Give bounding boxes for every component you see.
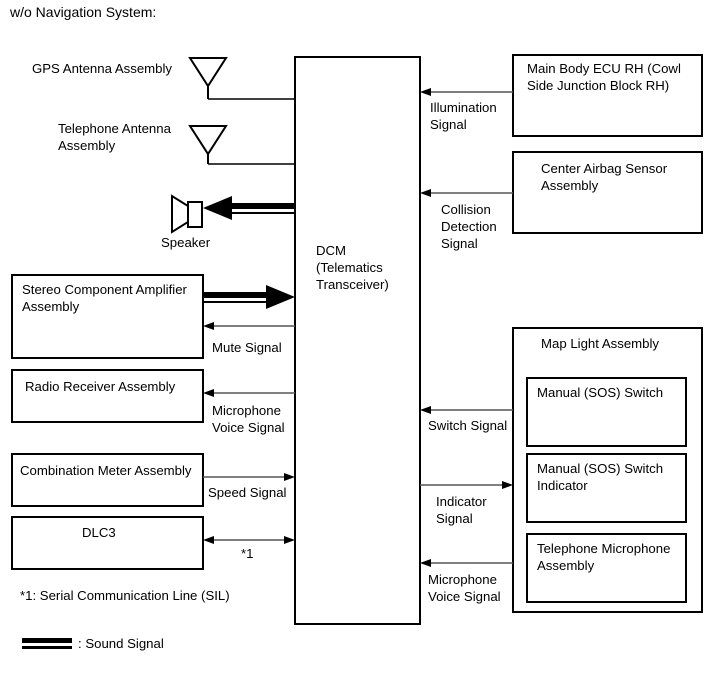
microphone-voice-signal-label-line2: Voice Signal xyxy=(212,420,285,435)
microphone-voice-signal-right-label-line2: Voice Signal xyxy=(428,589,501,604)
illumination-signal-arrow xyxy=(420,88,513,96)
antenna-icon xyxy=(188,57,228,99)
telephone-antenna-label-line2: Assembly xyxy=(58,138,116,153)
sil-footnote: *1: Serial Communication Line (SIL) xyxy=(20,588,230,603)
speaker-icon xyxy=(171,194,203,234)
collision-signal-label-line1: Collision xyxy=(441,202,491,217)
manual-sos-switch-indicator-label-line2: Indicator xyxy=(537,478,588,493)
map-light-assembly-title: Map Light Assembly xyxy=(541,336,659,351)
sound-signal-arrow-to-dcm xyxy=(203,285,295,309)
dlc3-label: DLC3 xyxy=(82,525,116,540)
indicator-signal-arrow xyxy=(420,481,513,489)
dcm-label-line2: (Telematics xyxy=(316,260,383,275)
telephone-microphone-box[interactable] xyxy=(526,533,687,603)
speed-signal-arrow xyxy=(203,473,295,481)
speaker-label: Speaker xyxy=(161,235,211,250)
main-body-ecu-box[interactable] xyxy=(512,54,703,137)
dcm-label-line1: DCM xyxy=(316,243,346,258)
manual-sos-switch-indicator-box[interactable] xyxy=(526,453,687,523)
sound-signal-arrow-to-speaker xyxy=(203,196,295,220)
indicator-signal-label-line2: Signal xyxy=(436,511,473,526)
main-body-ecu-label-line1: Main Body ECU RH (Cowl xyxy=(527,61,681,76)
collision-signal-label-line2: Detection xyxy=(441,219,497,234)
center-airbag-sensor-label-line2: Assembly xyxy=(541,178,599,193)
page-title: w/o Navigation System: xyxy=(9,4,156,20)
telephone-microphone-label-line2: Assembly xyxy=(537,558,595,573)
microphone-voice-signal-arrow-left xyxy=(203,389,295,397)
telephone-antenna-label-line1: Telephone Antenna xyxy=(58,121,172,136)
dcm-label-line3: Transceiver) xyxy=(316,277,389,292)
collision-signal-label-line3: Signal xyxy=(441,236,478,251)
speed-signal-label: Speed Signal xyxy=(208,485,287,500)
sound-signal-legend-icon xyxy=(22,638,72,649)
center-airbag-sensor-label-line1: Center Airbag Sensor xyxy=(541,161,668,176)
telephone-microphone-label-line1: Telephone Microphone xyxy=(537,541,670,556)
sil-signal-label: *1 xyxy=(241,546,253,561)
combination-meter-box[interactable] xyxy=(11,453,204,507)
gps-antenna-label: GPS Antenna Assembly xyxy=(32,61,172,76)
combination-meter-label: Combination Meter Assembly xyxy=(20,463,192,478)
illumination-signal-label-line2: Signal xyxy=(430,117,467,132)
radio-receiver-box[interactable] xyxy=(11,369,204,423)
dlc3-box[interactable] xyxy=(11,516,204,570)
mute-signal-label: Mute Signal xyxy=(212,340,282,355)
microphone-voice-signal-arrow-right xyxy=(420,559,513,567)
manual-sos-switch-indicator-label-line1: Manual (SOS) Switch xyxy=(537,461,663,476)
indicator-signal-label-line1: Indicator xyxy=(436,494,487,509)
switch-signal-label: Switch Signal xyxy=(428,418,507,433)
sound-signal-legend-label: : Sound Signal xyxy=(78,636,164,651)
microphone-voice-signal-label-line1: Microphone xyxy=(212,403,281,418)
radio-receiver-label: Radio Receiver Assembly xyxy=(25,379,176,394)
stereo-amplifier-box[interactable] xyxy=(11,274,204,359)
sil-bidirectional-arrow xyxy=(203,536,295,544)
mute-signal-arrow xyxy=(203,322,295,330)
main-body-ecu-label-line2: Side Junction Block RH) xyxy=(527,78,669,93)
antenna-icon xyxy=(188,125,228,164)
stereo-amplifier-label-line1: Stereo Component Amplifier xyxy=(22,282,188,297)
stereo-amplifier-label-line2: Assembly xyxy=(22,299,80,314)
switch-signal-arrow xyxy=(420,406,513,414)
microphone-voice-signal-right-label-line1: Microphone xyxy=(428,572,497,587)
manual-sos-switch-box[interactable] xyxy=(526,377,687,447)
collision-detection-signal-arrow xyxy=(420,189,513,197)
dcm-box[interactable] xyxy=(294,56,421,625)
illumination-signal-label-line1: Illumination xyxy=(430,100,497,115)
manual-sos-switch-label: Manual (SOS) Switch xyxy=(537,385,663,400)
